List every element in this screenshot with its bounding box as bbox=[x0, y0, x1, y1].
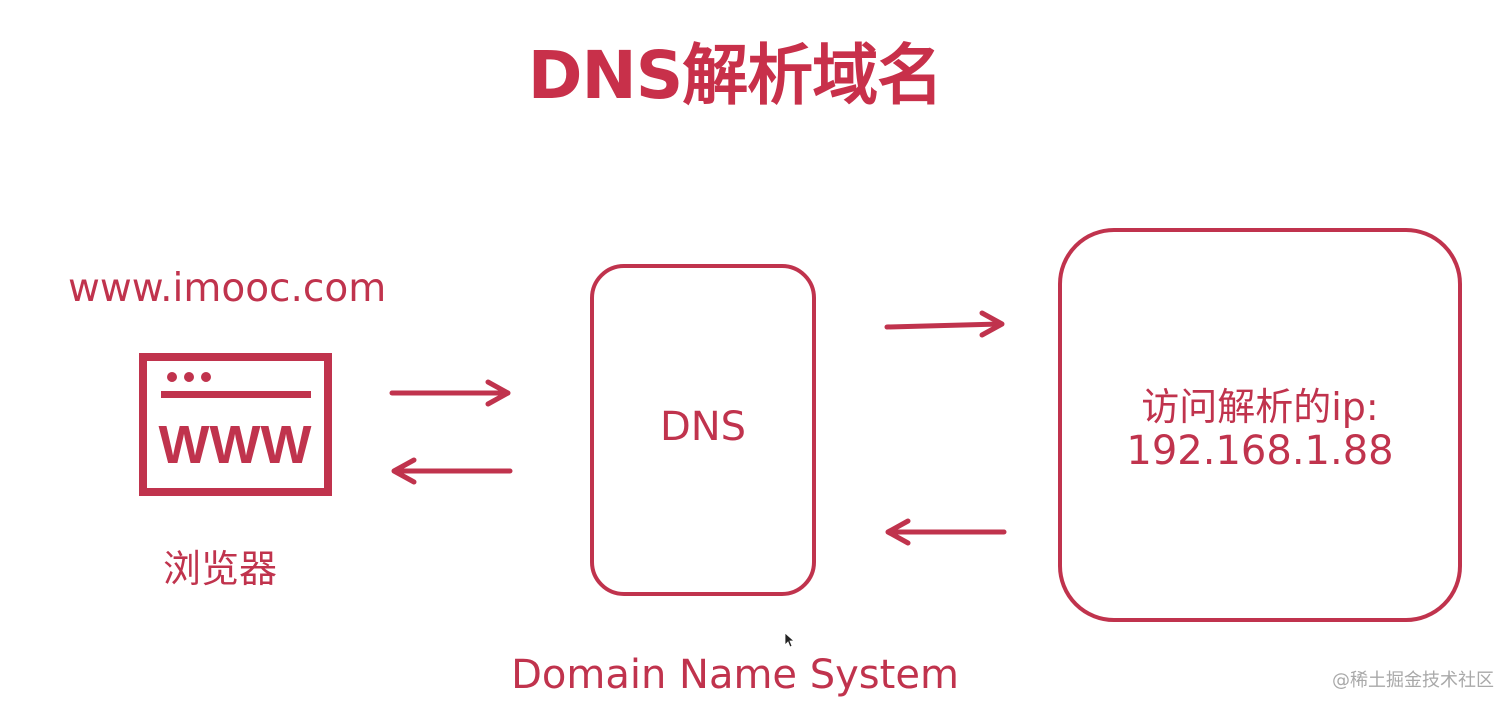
browser-label: 浏览器 bbox=[163, 547, 278, 591]
arrow-result-to-dns bbox=[885, 518, 1007, 546]
mouse-cursor-icon bbox=[784, 632, 794, 648]
result-ip: 192.168.1.88 bbox=[1126, 428, 1394, 474]
page-title: DNS解析域名 bbox=[527, 37, 944, 114]
result-box bbox=[1058, 228, 1462, 622]
arrow-dns-to-result bbox=[884, 310, 1005, 338]
dns-label: DNS bbox=[659, 404, 747, 450]
dns-full-name: Domain Name System bbox=[511, 652, 959, 698]
browser-www-icon: WWW bbox=[139, 353, 332, 496]
arrow-dns-to-browser bbox=[391, 457, 513, 485]
url-label: www.imooc.com bbox=[68, 266, 387, 311]
dns-box bbox=[590, 264, 816, 596]
arrow-browser-to-dns bbox=[389, 379, 511, 407]
browser-icon-text: WWW bbox=[159, 415, 312, 475]
watermark: @稀土掘金技术社区 bbox=[1332, 670, 1494, 691]
result-label: 访问解析的ip: bbox=[1141, 385, 1379, 429]
